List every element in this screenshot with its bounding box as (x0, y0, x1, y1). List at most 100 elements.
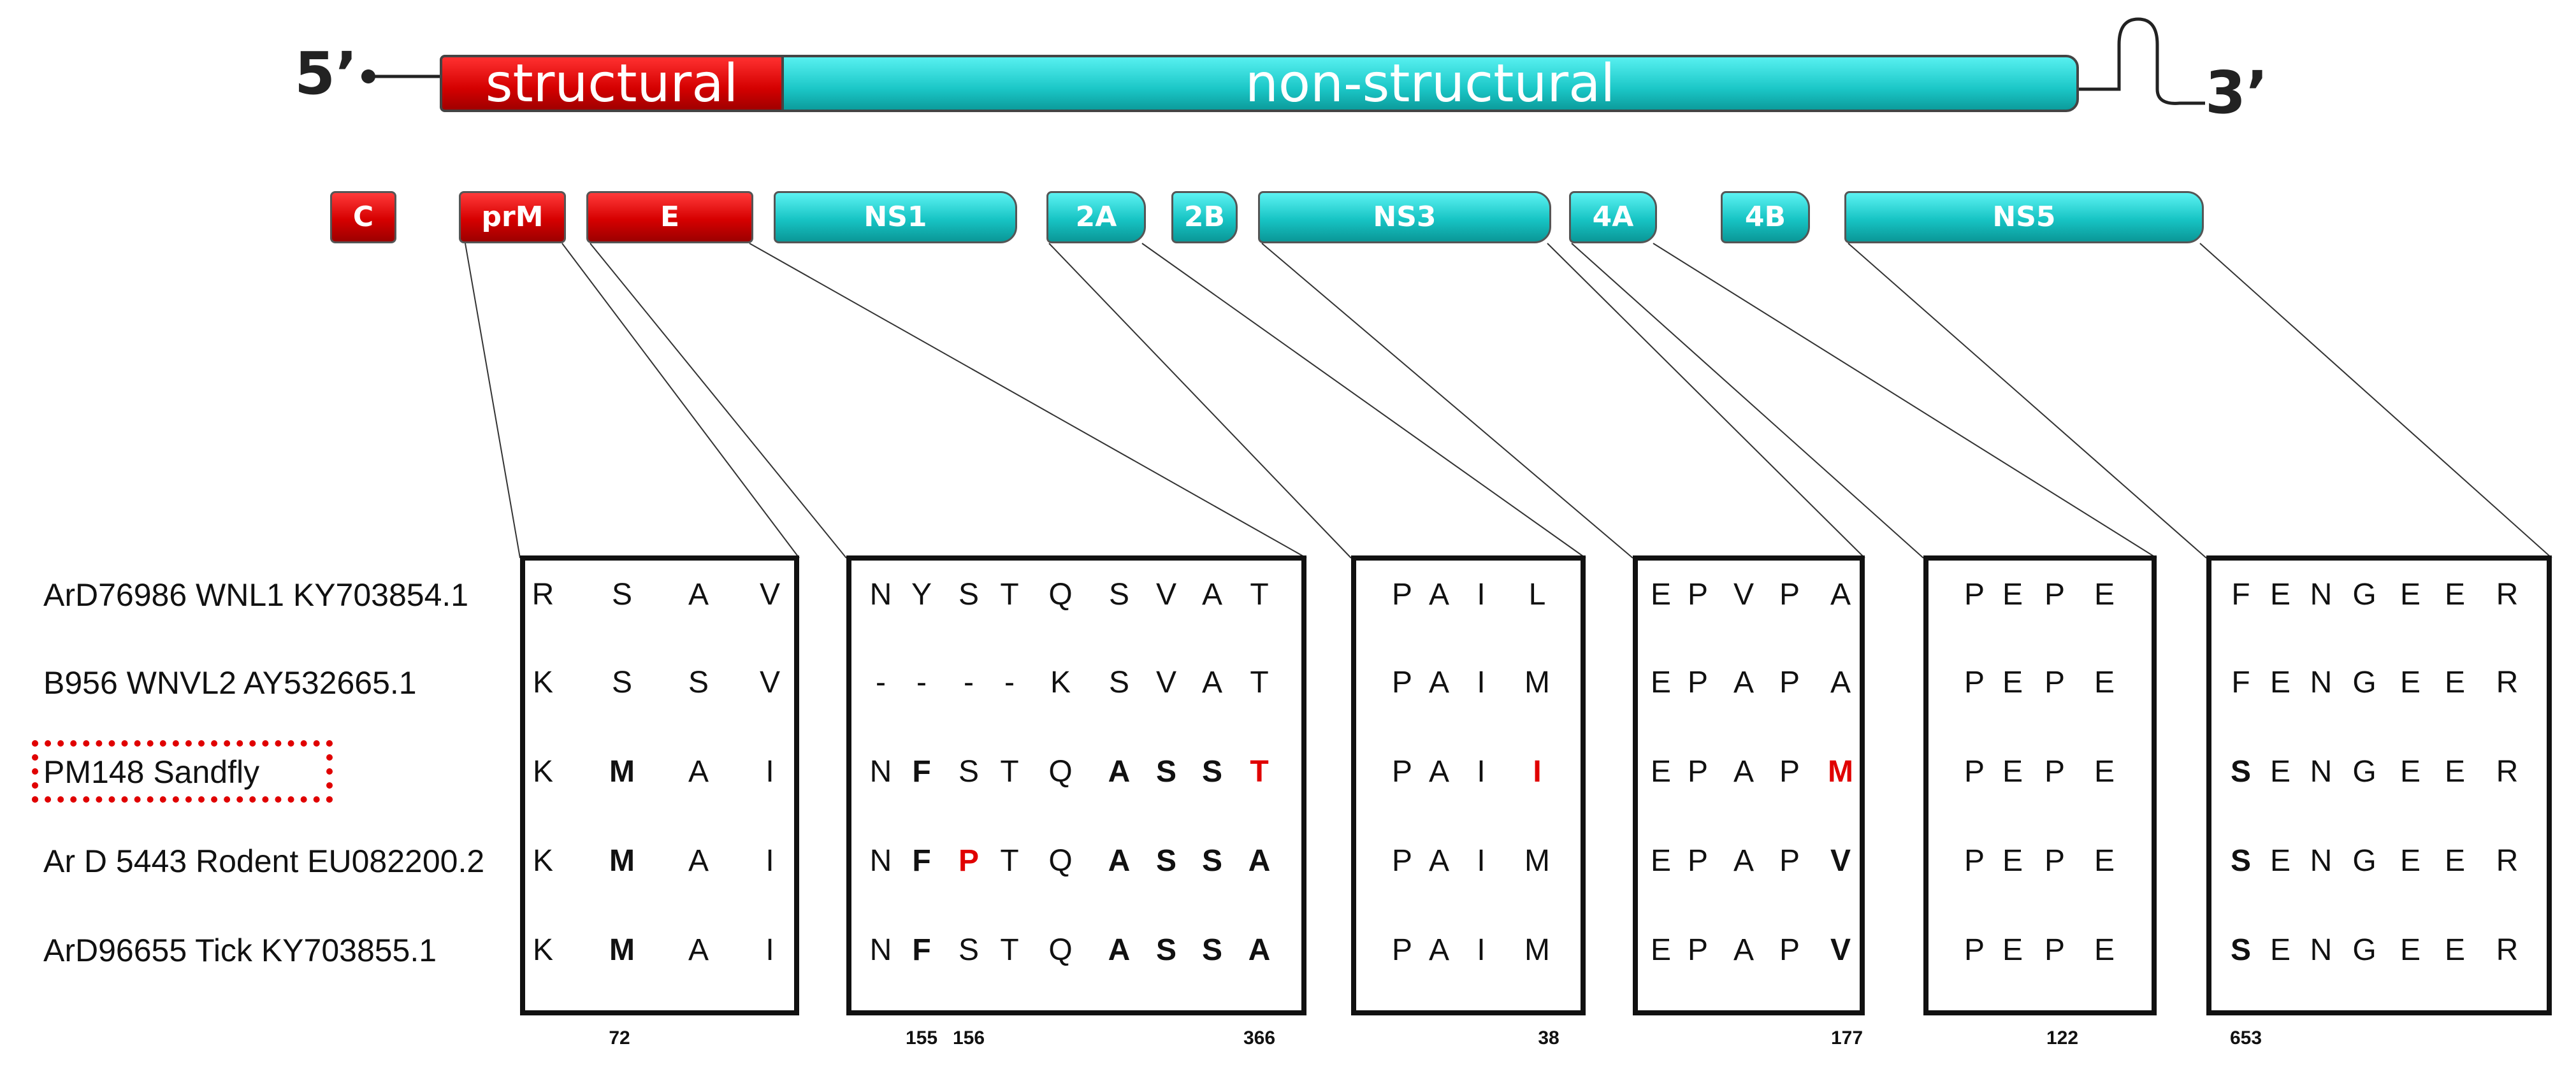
residue: E (2094, 755, 2115, 789)
residue: I (1533, 755, 1542, 789)
residue: A (688, 844, 709, 878)
residue: F (912, 844, 931, 878)
residue: K (532, 755, 553, 789)
residue: K (532, 844, 553, 878)
residue: Q (1048, 844, 1073, 878)
residue: Q (1048, 933, 1073, 967)
residue: E (2444, 844, 2465, 878)
residue: S (2230, 844, 2251, 878)
residue: - (916, 666, 927, 699)
residue: N (2310, 844, 2333, 878)
residue: E (2399, 933, 2420, 967)
alignment-box-4a (1923, 555, 2157, 1015)
residue: T (1250, 578, 1269, 612)
residue: M (1828, 755, 1853, 789)
nonstructural-label: non-structural (1245, 54, 1616, 114)
residue: S (2230, 755, 2251, 789)
residue: S (1201, 844, 1222, 878)
residue: A (1733, 844, 1754, 878)
residue: M (1524, 933, 1550, 967)
residue: P (2044, 666, 2065, 699)
residue: - (1004, 666, 1015, 699)
residue: G (2352, 666, 2377, 699)
residue: A (1108, 755, 1131, 789)
residue: P (1391, 933, 1412, 967)
residue: A (1830, 578, 1851, 612)
residue: A (688, 933, 709, 967)
alignment-box-ns3 (1633, 555, 1865, 1015)
residue: P (1779, 578, 1800, 612)
residue: E (1650, 755, 1671, 789)
zoom-connector-lines (465, 243, 2552, 559)
residue: P (1687, 578, 1708, 612)
residue: S (1201, 933, 1222, 967)
residue: A (1108, 844, 1131, 878)
residue: A (1201, 578, 1222, 612)
residue: I (765, 933, 774, 967)
residue: P (2044, 578, 2065, 612)
gene-2a: 2A (1046, 191, 1146, 243)
residue: P (2044, 933, 2065, 967)
strain-label-highlighted: PM148 Sandfly (43, 754, 260, 790)
residue: N (869, 755, 892, 789)
residue: P (1964, 933, 1985, 967)
gene-c: C (330, 191, 396, 243)
alignment-box-2a (1351, 555, 1586, 1015)
residue: R (2496, 933, 2519, 967)
residue: F (912, 755, 931, 789)
residue: E (2002, 755, 2023, 789)
residue: E (2444, 578, 2465, 612)
residue: S (1155, 755, 1176, 789)
residue: T (1000, 933, 1019, 967)
residue: M (609, 844, 635, 878)
residue: M (609, 755, 635, 789)
nonstructural-region: non-structural (781, 55, 2079, 112)
alignment-box-prm (520, 555, 799, 1015)
residue: I (1477, 844, 1486, 878)
residue: G (2352, 755, 2377, 789)
residue: M (609, 933, 635, 967)
residue: N (2310, 666, 2333, 699)
residue: P (1391, 578, 1412, 612)
residue: E (2269, 755, 2290, 789)
residue: G (2352, 844, 2377, 878)
five-prime-label: 5’ (294, 39, 358, 108)
residue: A (688, 755, 709, 789)
residue: S (688, 666, 709, 699)
residue: V (1830, 933, 1851, 967)
residue: S (958, 755, 979, 789)
residue: E (2399, 844, 2420, 878)
gene-e: E (586, 191, 753, 243)
residue: P (1964, 755, 1985, 789)
residue: P (1779, 666, 1800, 699)
residue: S (611, 666, 632, 699)
residue: E (2269, 933, 2290, 967)
residue: R (2496, 755, 2519, 789)
gene-4a: 4A (1569, 191, 1657, 243)
residue: P (1391, 844, 1412, 878)
residue: F (2231, 666, 2250, 699)
residue: V (1155, 666, 1176, 699)
residue: V (759, 666, 780, 699)
residue: P (1779, 933, 1800, 967)
strain-label: ArD96655 Tick KY703855.1 (43, 933, 437, 968)
genome-connector-lines (361, 17, 2205, 105)
residue: N (869, 933, 892, 967)
residue: A (1248, 844, 1271, 878)
residue: E (1650, 933, 1671, 967)
gene-ns3: NS3 (1258, 191, 1551, 243)
residue: P (1964, 578, 1985, 612)
three-prime-label: 3’ (2205, 59, 2268, 127)
position-label: 122 (2046, 1028, 2079, 1049)
residue: P (1779, 755, 1800, 789)
residue: K (532, 933, 553, 967)
residue: A (1201, 666, 1222, 699)
residue: E (2002, 578, 2023, 612)
gene-2b: 2B (1171, 191, 1238, 243)
residue: P (1964, 666, 1985, 699)
residue: E (1650, 844, 1671, 878)
residue: A (1428, 755, 1449, 789)
position-label: 156 (952, 1028, 985, 1049)
residue: R (2496, 666, 2519, 699)
residue: K (1050, 666, 1071, 699)
